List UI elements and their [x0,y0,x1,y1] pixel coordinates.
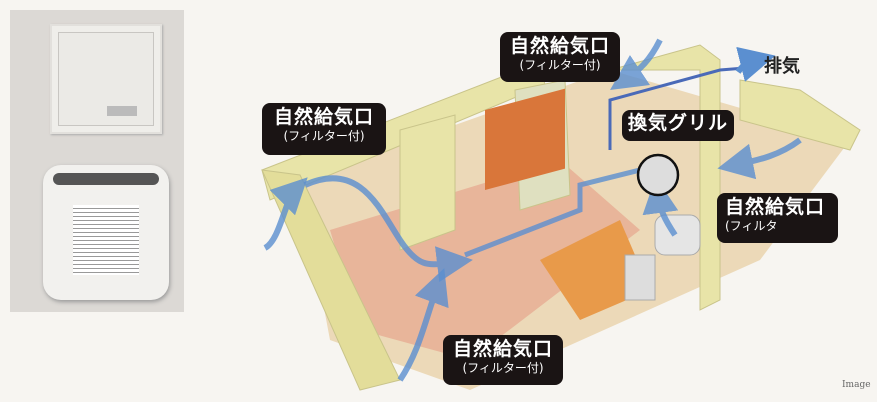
label-ventilation-grille: 換気グリル [622,110,734,141]
airflow-arrow [464,167,641,258]
airflow-arrow [642,177,679,237]
label-inlet-right: 自然給気口 (フィルタ [717,193,838,243]
label-subtitle: (フィルター付) [283,128,365,143]
label-title: 自然給気口 [452,338,553,360]
airflow-arrow [717,137,802,180]
label-inlet-top: 自然給気口 (フィルター付) [500,32,620,82]
label-title: 自然給気口 [509,35,610,57]
exhaust-label: 排気 [764,56,800,77]
toilet [624,254,656,301]
grille-highlight-circle [636,153,680,197]
label-subtitle: (フィルター付) [462,360,544,375]
bathtub [654,214,701,256]
wall-panel [50,24,162,134]
label-subtitle: (フィルター付) [519,57,601,72]
wall-inner1 [399,114,456,251]
floor-bath [540,220,650,320]
label-subtitle: (フィルタ [725,218,778,233]
airflow-arrow [610,38,663,90]
airflow-arrow [303,175,473,283]
vent-photo [10,10,184,312]
exhaust-duct [608,66,746,150]
label-inlet-left: 自然給気口 (フィルター付) [262,103,386,155]
label-title: 自然給気口 [273,106,374,128]
counter [485,88,565,191]
air-inlet-vent [43,165,169,300]
image-credit: Image [842,380,871,390]
exhaust-arrow [735,46,776,82]
label-inlet-bottom: 自然給気口 (フィルター付) [443,335,563,385]
airflow-arrow [397,268,449,382]
airflow-arrow [263,177,308,251]
label-title: 換気グリル [627,112,728,134]
label-title: 自然給気口 [725,196,826,218]
wall-far-right [739,79,861,151]
